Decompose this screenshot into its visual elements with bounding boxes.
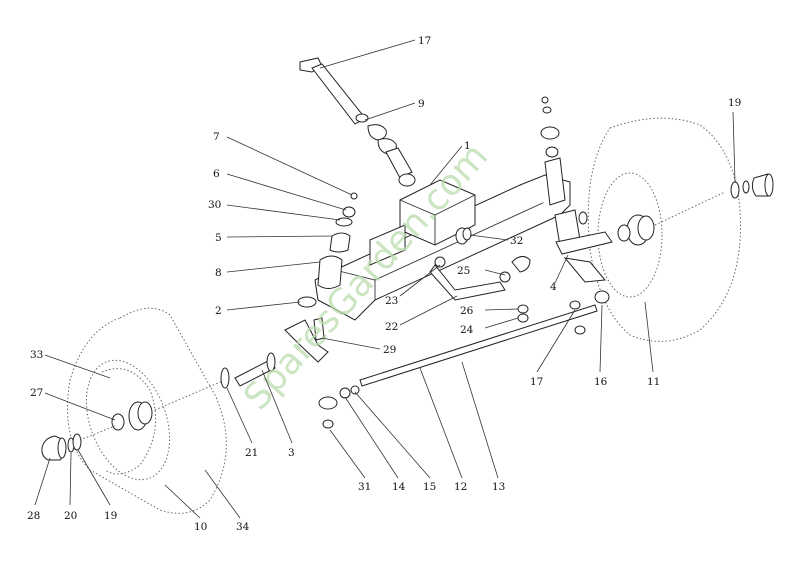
label-23: 23 [385, 295, 398, 307]
steering-column [299, 57, 416, 187]
label-33: 33 [30, 349, 43, 361]
leader-lines [34, 39, 736, 519]
left-wheel [67, 307, 227, 514]
right-wheel [587, 117, 741, 342]
front-axle-beam [314, 174, 571, 321]
tie-rod [318, 290, 610, 429]
label-26: 26 [460, 305, 474, 317]
label-22: 22 [385, 321, 398, 333]
label-15: 15 [423, 481, 436, 493]
label-6: 6 [213, 168, 220, 180]
label-16: 16 [594, 376, 608, 388]
label-34: 34 [236, 521, 250, 533]
right-spindle-assembly [540, 96, 613, 283]
label-14: 14 [392, 481, 406, 493]
label-8: 8 [215, 267, 222, 279]
label-32: 32 [510, 235, 523, 247]
label-2: 2 [215, 305, 222, 317]
left-washer [72, 433, 82, 451]
label-3: 3 [288, 447, 295, 459]
label-19-left: 19 [104, 510, 117, 522]
label-31: 31 [358, 481, 371, 493]
part-number-labels: 17 9 1 7 6 30 5 8 2 32 25 23 22 26 24 29… [27, 35, 741, 533]
label-19-right: 19 [728, 97, 741, 109]
label-17: 17 [530, 376, 543, 388]
label-18: 17 [418, 35, 431, 47]
right-hub-cap [751, 173, 774, 197]
left-axle-washer [220, 367, 230, 389]
right-washer [730, 181, 740, 199]
label-11: 11 [647, 376, 660, 388]
label-10: 10 [194, 521, 207, 533]
label-12: 12 [454, 481, 467, 493]
label-25: 25 [457, 265, 470, 277]
label-29: 29 [383, 344, 396, 356]
label-5: 5 [215, 232, 222, 244]
label-1: 1 [464, 140, 471, 152]
label-20: 20 [64, 510, 77, 522]
label-7: 7 [213, 131, 220, 143]
label-9: 9 [418, 98, 425, 110]
left-hub-cap [41, 435, 67, 461]
right-circlip [742, 180, 750, 194]
label-30: 30 [208, 199, 221, 211]
label-24: 24 [460, 324, 474, 336]
label-27: 27 [30, 387, 43, 399]
label-13: 13 [492, 481, 505, 493]
label-21: 21 [245, 447, 258, 459]
label-4: 4 [550, 281, 557, 293]
label-28: 28 [27, 510, 40, 522]
